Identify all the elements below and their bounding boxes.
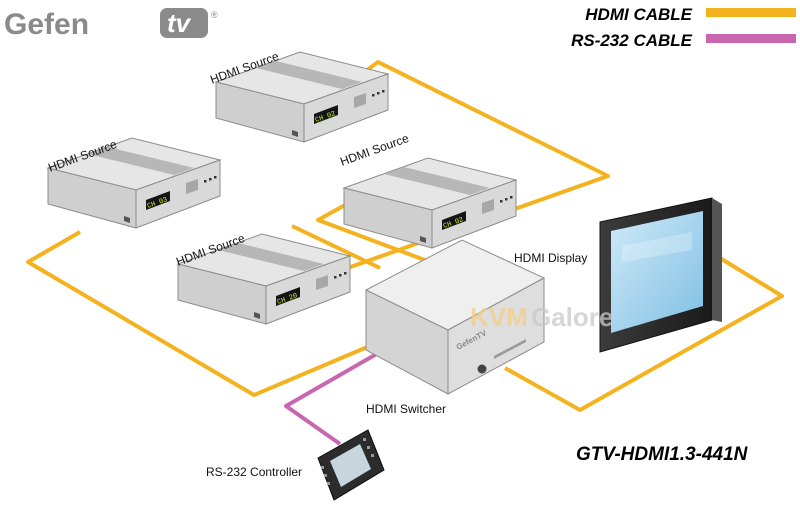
display-label: HDMI Display (514, 251, 587, 265)
hdmi-cable-display (504, 256, 784, 412)
legend: HDMI CABLE RS-232 CABLE (571, 5, 796, 50)
model-number: GTV-HDMI1.3-441N (576, 444, 749, 465)
kvmgalore-watermark: KVM Galore (470, 302, 613, 332)
hdmi-display (599, 197, 722, 353)
legend-swatch-hdmi (706, 8, 796, 17)
hdmi-source-2: CH 02 (215, 51, 389, 143)
rs232-controller (317, 429, 385, 501)
logo-text: Gefen (4, 8, 89, 41)
hdmi-source-4: CH 02 (343, 157, 517, 249)
source-4-label: HDMI Source (338, 131, 411, 169)
controller-label: RS-232 Controller (206, 465, 302, 479)
hdmi-cable-source-right (316, 203, 431, 264)
legend-label-rs232: RS-232 CABLE (571, 31, 693, 50)
hdmi-cable-source-left (26, 230, 373, 397)
switcher-ir-window (477, 364, 487, 374)
watermark-galore: Galore (531, 302, 613, 332)
watermark-kvm: KVM (470, 302, 528, 332)
rs232-cable (284, 350, 381, 446)
hdmi-cable-source-bottom (291, 224, 381, 270)
logo-tv-text: tv (167, 8, 192, 38)
display-screen (611, 211, 703, 333)
controller-screen (330, 444, 371, 487)
logo-tv-badge (160, 8, 208, 38)
hdmi-switcher: GefenTV (364, 239, 546, 395)
registered-mark: ® (211, 10, 218, 20)
legend-label-hdmi: HDMI CABLE (585, 5, 692, 24)
gefen-tv-logo: Gefen tv ® (4, 8, 218, 41)
legend-swatch-rs232 (706, 34, 796, 43)
hdmi-source-1: CH 03 (47, 137, 221, 229)
hdmi-source-3: CH 20 (177, 233, 351, 325)
switcher-label: HDMI Switcher (366, 402, 446, 416)
